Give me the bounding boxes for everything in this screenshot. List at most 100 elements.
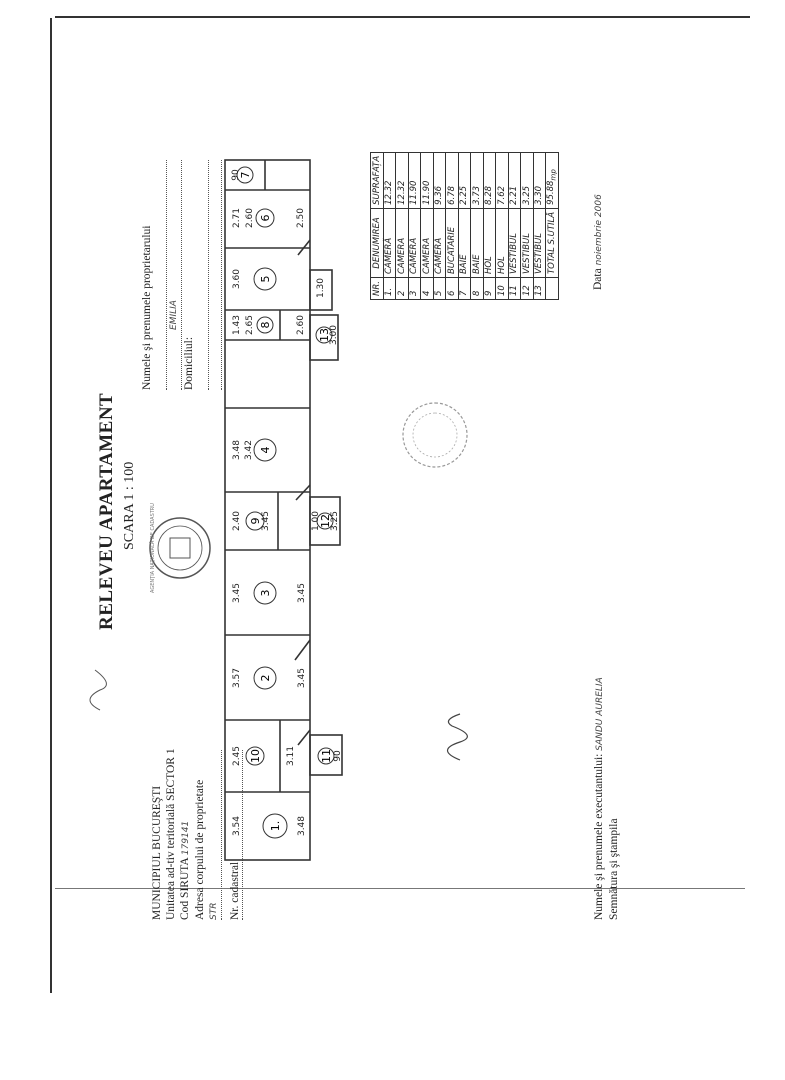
total-label: TOTAL S.UTILĂ (545, 208, 559, 278)
dim-bottom-2: 3.45 (297, 668, 307, 688)
row-nr: 12 (520, 277, 533, 300)
scan-border-bottom (55, 888, 745, 889)
row-area: 3.25 (520, 152, 533, 209)
notary-seal: AGENŢIA NAŢIONALĂ DE CADASTRU (149, 503, 211, 593)
scan-border-top (55, 16, 750, 18)
row-nr: 13 (533, 277, 546, 300)
dim-top-8: 1.43 (232, 315, 242, 335)
total-value: 95.88 (546, 180, 556, 205)
executor-name: SANDU AURELIA (595, 677, 605, 751)
room-10-label: 10 (249, 749, 262, 763)
executor-label: Numele şi prenumele executantului: (593, 753, 605, 920)
date-value: noiembrie 2006 (594, 194, 604, 266)
room-2-label: 2 (259, 675, 272, 682)
row-name: CAMERA (408, 208, 421, 278)
row-name: VESTIBUL (533, 208, 546, 278)
owner-signature (89, 669, 107, 711)
row-area: 8.28 (483, 152, 496, 209)
row-area: 11.90 (408, 152, 421, 209)
floor-plan: 1. 10 11 2 3 9 12 4 8 13 5 6 7 (89, 159, 468, 861)
row-nr: 9 (483, 277, 496, 300)
row-nr: 8 (470, 277, 483, 300)
row-area: 12.32 (395, 152, 408, 209)
row-name: HOL (483, 208, 496, 278)
row-area: 9.36 (433, 152, 446, 209)
notary-seal-text: AGENŢIA NAŢIONALĂ DE CADASTRU (149, 503, 156, 593)
room-11-label: 11 (320, 749, 333, 763)
dim-top-5: 2.40 (232, 511, 242, 531)
row-nr: 1. (383, 277, 396, 300)
room-7-label: 7 (239, 172, 252, 179)
row-nr: 11 (508, 277, 521, 300)
dim-top-10: 3.60 (232, 269, 242, 289)
room-3-label: 3 (259, 590, 272, 597)
col-suprafata: SUPRAFAȚA (370, 152, 383, 209)
executor-signature (446, 713, 468, 761)
dim-bottom-6: 2.60 (245, 208, 255, 228)
row-area: 3.73 (470, 152, 483, 209)
dim-inner-4: 1.30 (316, 278, 326, 298)
dim-bottom-5: 2.65 (245, 315, 255, 335)
row-nr: 6 (445, 277, 458, 300)
total-cell: 95.88mp (545, 152, 559, 209)
row-nr: 7 (458, 277, 471, 300)
row-name: CAMERA (420, 208, 433, 278)
row-nr: 4 (420, 277, 433, 300)
room-4-label: 4 (259, 447, 272, 454)
dim-top-6: 3.45 (261, 511, 271, 531)
dim-top-1: 3.54 (232, 816, 242, 836)
total-unit: mp (548, 169, 558, 181)
row-area: 6.78 (445, 152, 458, 209)
dim-bottom-1: 3.48 (297, 816, 307, 836)
dim-top-11: 2.71 (232, 208, 242, 228)
row-area: 11.90 (420, 152, 433, 209)
dim-top-2: 2.45 (232, 746, 242, 766)
signature-label: Semnătura şi ştampila (608, 818, 620, 920)
row-nr: 10 (495, 277, 508, 300)
row-area: 12.32 (383, 152, 396, 209)
row-nr: 5 (433, 277, 446, 300)
date-block: Data noiembrie 2006 (592, 194, 604, 290)
dim-bottom-4: 3.42 (244, 440, 254, 460)
row-name: CAMERA (395, 208, 408, 278)
row-nr: 2 (395, 277, 408, 300)
row-name: VESTIBUL (508, 208, 521, 278)
row-name: HOL (495, 208, 508, 278)
col-nr: NR. (370, 277, 383, 300)
dim-inner-7: 1.00 (311, 511, 321, 531)
dim-inner-5: 3.00 (329, 325, 339, 345)
dim-inner-1: 3.11 (286, 746, 296, 766)
row-area: 2.25 (458, 152, 471, 209)
dim-top-9: 2.60 (296, 315, 306, 335)
room-5-label: 5 (259, 276, 272, 283)
table-total-row: TOTAL S.UTILĂ 95.88mp (545, 152, 559, 300)
dim-inner-6: 90 (333, 750, 343, 762)
room-6-label: 6 (259, 215, 272, 222)
row-area: 7.62 (495, 152, 508, 209)
dim-top-3: 3.57 (232, 668, 242, 688)
row-area: 2.21 (508, 152, 521, 209)
row-area: 3.30 (533, 152, 546, 209)
row-name: BAIE (470, 208, 483, 278)
room-9-label: 9 (249, 518, 262, 525)
room-1-label: 1. (269, 821, 282, 832)
executor-line: Numele şi prenumele executantului: SANDU… (592, 677, 607, 920)
dim-inner-2: 2.50 (296, 208, 306, 228)
col-denumire: DENUMIREA (370, 208, 383, 278)
executor-stamp (402, 402, 468, 468)
room-8-label: 8 (259, 322, 272, 329)
